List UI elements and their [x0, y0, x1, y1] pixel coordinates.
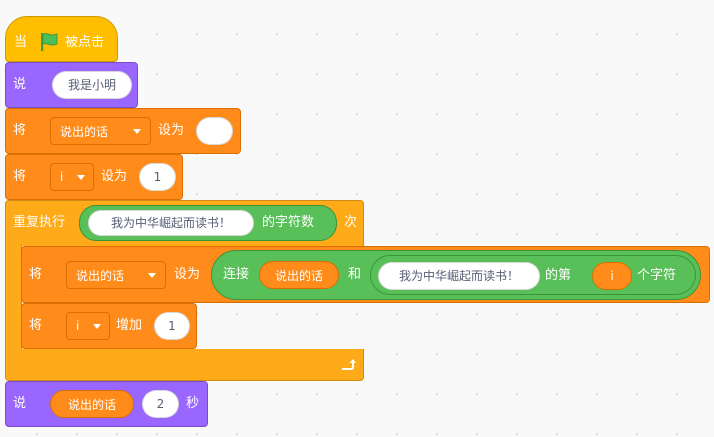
letter-of-operator[interactable]: 我为中华崛起而读书！ 的第 i 个字符: [370, 255, 696, 295]
say-message-input[interactable]: 我是小明: [52, 71, 132, 99]
set-i-block[interactable]: 将 i 设为 1: [5, 154, 183, 200]
variable-dropdown-i[interactable]: i: [66, 312, 110, 340]
say2-label: 说: [13, 396, 27, 411]
set-to-label: 设为: [158, 123, 185, 138]
say-for-secs-block[interactable]: 说 说出的话 2 秒: [5, 381, 208, 427]
say-variable-reporter[interactable]: 说出的话: [50, 390, 134, 418]
dropdown-caret-icon: [148, 273, 156, 278]
say-label: 说: [13, 77, 27, 92]
when-flag-clicked-block[interactable]: 当 被点击: [5, 16, 118, 62]
change-value-input[interactable]: 1: [154, 312, 190, 340]
hat-clicked-label: 被点击: [65, 35, 105, 50]
change-i-block[interactable]: 将 i 增加 1: [21, 303, 197, 349]
variable-dropdown[interactable]: 说出的话: [50, 117, 151, 145]
set-variable-block[interactable]: 将 说出的话 设为: [5, 108, 241, 154]
dropdown-caret-icon: [77, 175, 85, 180]
repeat-block[interactable]: 重复执行 我为中华崛起而读书！ 的字符数 次: [5, 200, 364, 246]
set-value-input[interactable]: [196, 117, 233, 145]
dropdown-caret-icon: [93, 324, 101, 329]
say-seconds-input[interactable]: 2: [142, 390, 179, 418]
repeat-arm: [5, 245, 22, 351]
change-prefix-label: 将: [29, 318, 43, 333]
repeat-arrow-icon: [338, 356, 356, 378]
green-flag-icon: [38, 31, 60, 57]
set-join-block[interactable]: 将 说出的话 设为 连接 说出的话 和 我为中华崛起而读书！ 的第 i 个字符: [21, 246, 710, 303]
variable-name: i: [60, 170, 64, 184]
letter-char-label: 个字符: [637, 268, 677, 283]
set-join-prefix-label: 将: [29, 267, 43, 282]
hat-when-label: 当: [14, 35, 28, 50]
length-of-operator[interactable]: 我为中华崛起而读书！ 的字符数: [79, 205, 337, 241]
variable-name: i: [76, 319, 80, 333]
set-join-to-label: 设为: [174, 267, 201, 282]
variable-name: 说出的话: [60, 124, 109, 139]
join-operator[interactable]: 连接 说出的话 和 我为中华崛起而读书！ 的第 i 个字符: [211, 250, 701, 300]
variable-dropdown[interactable]: 说出的话: [66, 261, 166, 289]
say-block[interactable]: 说 我是小明: [5, 62, 138, 108]
repeat-bottom-bar: [5, 349, 364, 381]
dropdown-caret-icon: [133, 129, 141, 134]
length-of-label: 的字符数: [262, 215, 315, 230]
set-i-prefix-label: 将: [13, 169, 27, 184]
variable-dropdown-i[interactable]: i: [50, 163, 94, 191]
change-by-label: 增加: [116, 318, 143, 333]
letter-string-input[interactable]: 我为中华崛起而读书！: [378, 262, 540, 290]
join-label: 连接: [223, 267, 250, 282]
letter-index-reporter[interactable]: i: [592, 262, 632, 290]
set-prefix-label: 将: [13, 123, 27, 138]
join-and-label: 和: [348, 267, 362, 282]
repeat-times-label: 次: [344, 215, 358, 230]
join-variable-reporter[interactable]: 说出的话: [259, 261, 339, 289]
set-i-to-label: 设为: [101, 169, 128, 184]
set-i-value-input[interactable]: 1: [139, 163, 176, 191]
variable-name: 说出的话: [76, 268, 125, 283]
repeat-label: 重复执行: [13, 215, 66, 230]
letter-of-label: 的第: [545, 268, 572, 283]
say-seconds-label: 秒: [186, 396, 200, 411]
length-string-input[interactable]: 我为中华崛起而读书！: [88, 210, 254, 236]
